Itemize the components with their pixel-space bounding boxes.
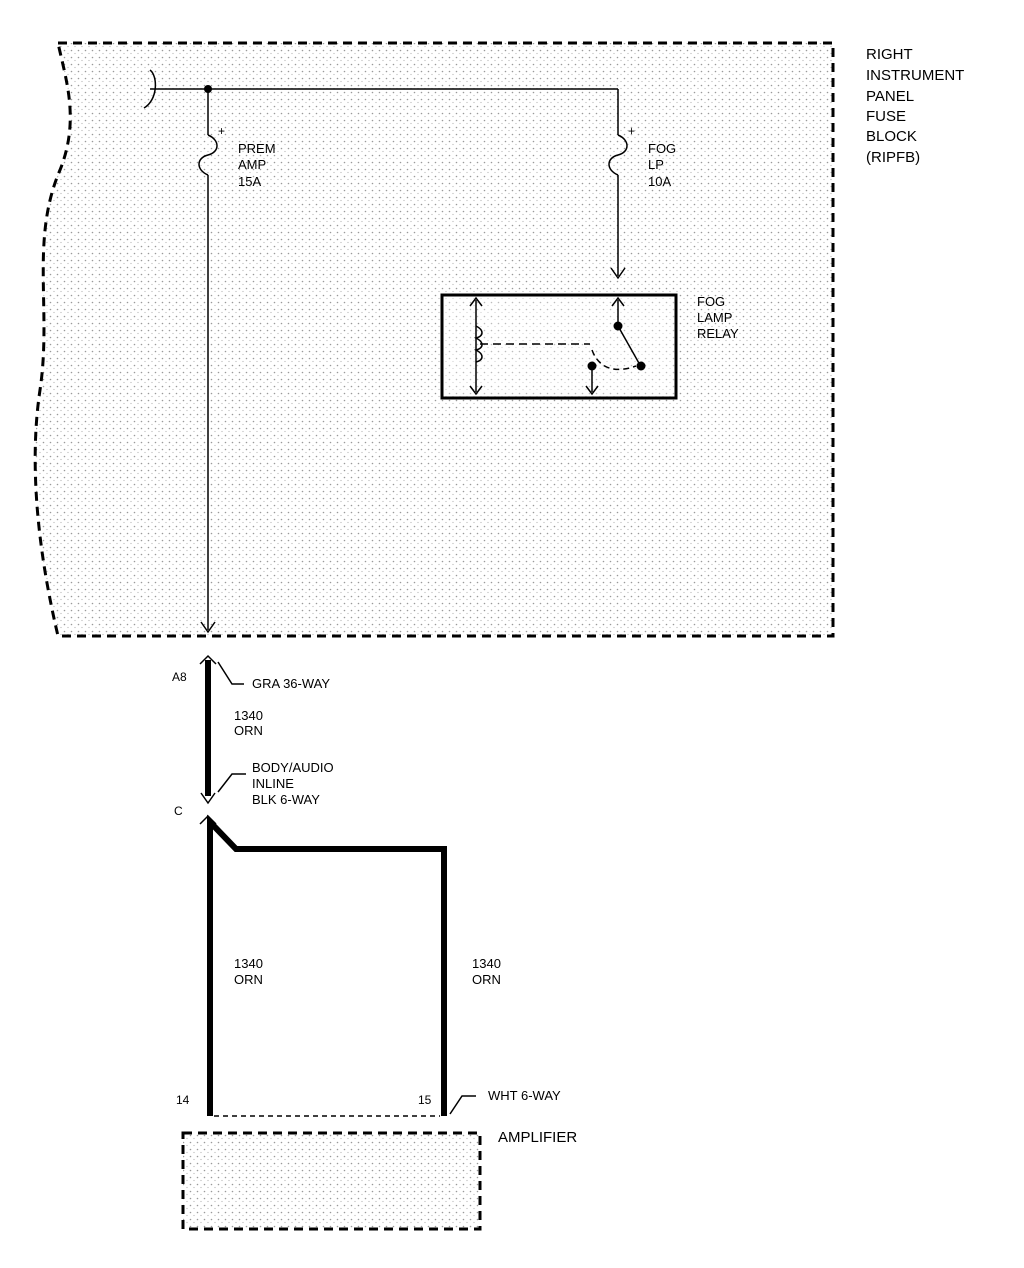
wire-lower-left-color: ORN <box>234 972 263 987</box>
svg-text:AMPLIFIER: AMPLIFIER <box>498 1129 577 1146</box>
svg-text:FOG: FOG <box>697 294 725 309</box>
svg-text:FOG: FOG <box>648 141 676 156</box>
wire-lower-right-color: ORN <box>472 972 501 987</box>
connector-wht-6-way: 14 15 WHT 6-WAY <box>176 1088 561 1117</box>
svg-text:GRA 36-WAY: GRA 36-WAY <box>252 676 330 691</box>
svg-text:INSTRUMENT: INSTRUMENT <box>866 67 964 84</box>
wire-lower-left-circuit: 1340 <box>234 956 263 971</box>
connector-body-audio-inline: BODY/AUDIO INLINE BLK 6-WAY C <box>174 760 334 825</box>
svg-text:BLOCK: BLOCK <box>866 128 917 145</box>
fuse-fog-lp: + FOG LP 10A <box>608 89 676 280</box>
svg-text:FUSE: FUSE <box>866 108 906 125</box>
svg-text:10A: 10A <box>648 174 671 189</box>
svg-text:LP: LP <box>648 157 664 172</box>
svg-text:WHT 6-WAY: WHT 6-WAY <box>488 1088 561 1103</box>
svg-text:+: + <box>628 124 635 138</box>
svg-text:C: C <box>174 804 183 818</box>
wire-upper-circuit: 1340 <box>234 708 263 723</box>
fuse-block-label: RIGHT INSTRUMENT PANEL FUSE BLOCK (RIPFB… <box>866 46 964 166</box>
svg-text:PANEL: PANEL <box>866 88 914 105</box>
fuse-block-outline <box>33 41 835 638</box>
fuse-prem-amp: + PREM AMP 15A <box>198 89 276 634</box>
svg-text:LAMP: LAMP <box>697 310 732 325</box>
svg-text:15A: 15A <box>238 174 261 189</box>
fog-lamp-relay: FOG LAMP RELAY <box>440 293 739 400</box>
svg-text:PREM: PREM <box>238 141 276 156</box>
svg-text:BLK 6-WAY: BLK 6-WAY <box>252 792 320 807</box>
amplifier: AMPLIFIER <box>181 1129 577 1231</box>
svg-text:AMP: AMP <box>238 157 266 172</box>
wire-upper-color: ORN <box>234 723 263 738</box>
connector-gra-36-way: A8 GRA 36-WAY <box>172 654 330 691</box>
svg-text:+: + <box>218 124 225 138</box>
svg-text:(RIPFB): (RIPFB) <box>866 149 920 166</box>
wire-lower <box>207 814 447 1116</box>
svg-text:A8: A8 <box>172 670 187 684</box>
svg-text:RELAY: RELAY <box>697 326 739 341</box>
svg-text:14: 14 <box>176 1093 190 1107</box>
svg-text:RIGHT: RIGHT <box>866 46 913 63</box>
wire-lower-right-circuit: 1340 <box>472 956 501 971</box>
svg-text:15: 15 <box>418 1093 432 1107</box>
svg-text:INLINE: INLINE <box>252 776 294 791</box>
svg-text:BODY/AUDIO: BODY/AUDIO <box>252 760 334 775</box>
